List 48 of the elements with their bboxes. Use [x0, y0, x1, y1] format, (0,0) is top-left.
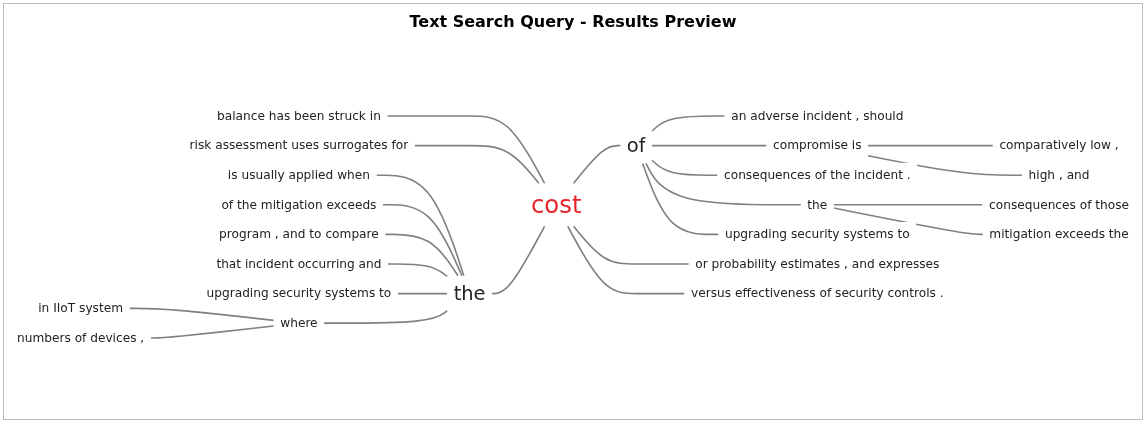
connector	[149, 325, 275, 339]
connector	[833, 207, 984, 236]
connector	[645, 162, 802, 206]
node-text: of	[626, 134, 646, 157]
node-text: where	[280, 315, 318, 331]
connector	[386, 115, 546, 185]
node-text: cost	[530, 190, 582, 219]
node-text: consequences of those	[989, 197, 1130, 212]
connector	[572, 144, 622, 185]
node-text: is usually applied when	[227, 167, 371, 183]
connector	[651, 159, 719, 177]
connector	[572, 225, 690, 265]
connector	[567, 225, 686, 295]
connector	[867, 144, 994, 147]
node-text: or probability estimates , and expresses	[695, 256, 940, 272]
node-text: versus effectiveness of security controls .	[690, 286, 944, 301]
connector	[128, 307, 275, 322]
node-text: risk assessment uses surrogates for	[189, 138, 409, 153]
node-text: that incident occurring and	[216, 256, 382, 272]
connector	[323, 309, 448, 324]
node-text: an adverse incident , should	[731, 108, 904, 124]
chart-title: Text Search Query - Results Preview	[409, 12, 737, 31]
node-text: in IIoT system	[38, 300, 124, 316]
connector	[382, 204, 463, 277]
node-text: of the mitigation exceeds	[221, 197, 377, 212]
node-text: upgrading security systems to	[206, 286, 392, 301]
node-text: upgrading security systems to	[724, 226, 910, 242]
node-text: balance has been struck in	[217, 108, 381, 124]
connector	[397, 292, 448, 295]
node-text: the	[807, 197, 828, 212]
node-text: high , and	[1028, 167, 1090, 183]
connector	[651, 115, 726, 132]
node-text: mitigation exceeds the	[989, 226, 1129, 242]
connector	[641, 162, 720, 236]
node-text: numbers of devices ,	[16, 330, 145, 346]
connector	[387, 263, 448, 278]
node-text: compromise is	[773, 138, 862, 153]
node-text: program , and to compare	[219, 226, 379, 242]
node-text: the	[453, 282, 486, 305]
connector	[413, 144, 540, 185]
connector	[384, 233, 459, 277]
node-text: comparatively low ,	[999, 138, 1119, 153]
connector	[651, 144, 768, 147]
connector	[833, 204, 984, 206]
node-text: consequences of the incident .	[724, 167, 911, 183]
connector	[491, 225, 546, 295]
connector	[375, 174, 465, 277]
connector	[867, 154, 1023, 177]
